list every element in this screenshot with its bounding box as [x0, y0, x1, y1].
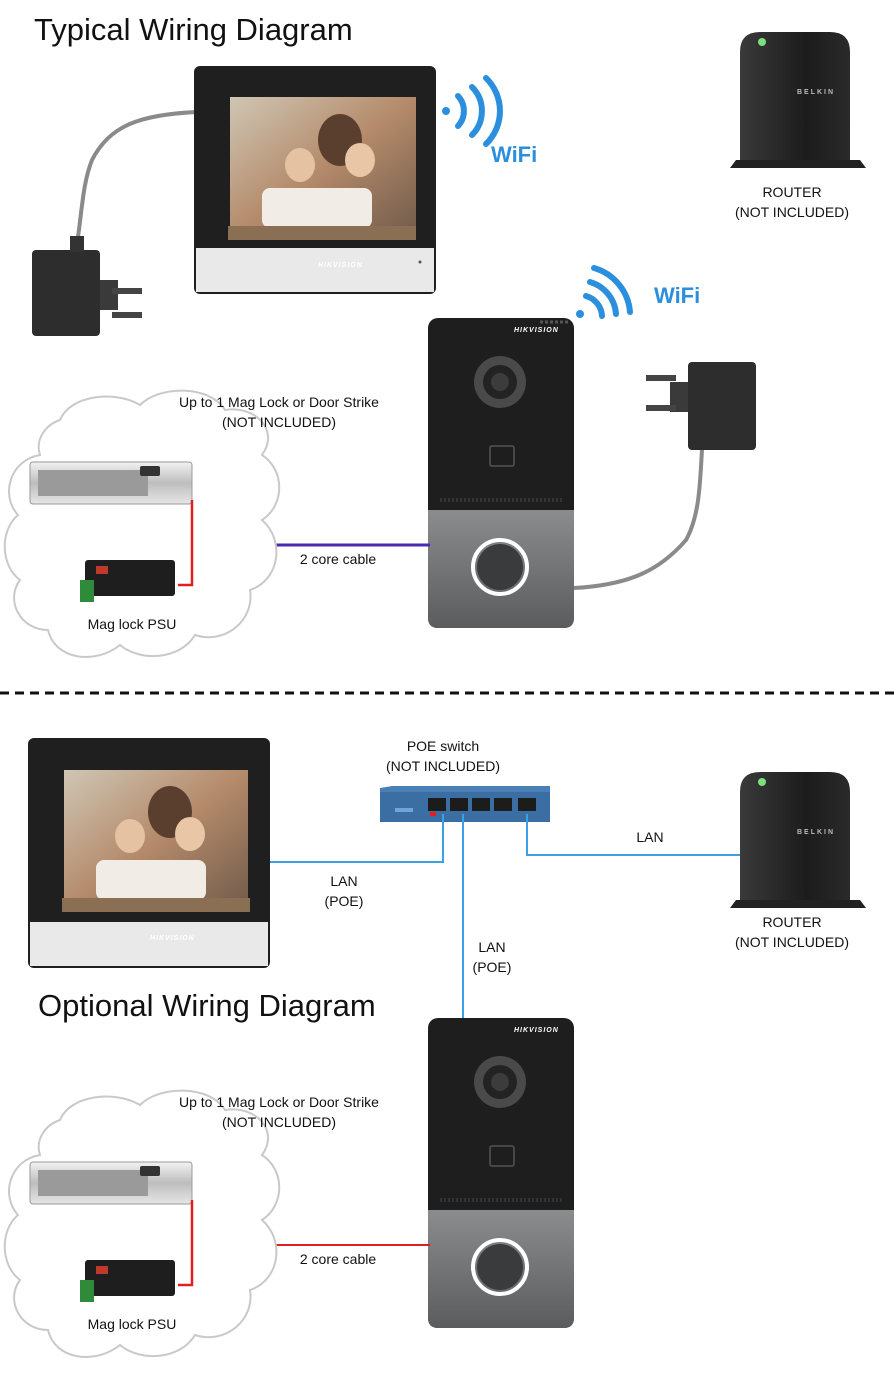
- monitor-power-adapter: [32, 236, 142, 336]
- maglock-red-wire-top: [178, 500, 194, 587]
- wifi-label-monitor: WiFi: [491, 142, 538, 167]
- doorbell-brand-bottom: HIKVISION: [514, 1027, 559, 1034]
- wifi-label-doorbell: WiFi: [654, 283, 701, 308]
- psu-label-bottom: Mag lock PSU: [87, 1316, 177, 1332]
- router-label-bottom: ROUTER (NOT INCLUDED): [712, 912, 872, 952]
- mag-lock-bottom: [29, 1161, 193, 1205]
- router-label-top: ROUTER (NOT INCLUDED): [712, 182, 872, 222]
- maglock-label-bottom-line1: Up to 1 Mag Lock or Door Strike: [179, 1094, 379, 1110]
- maglock-label-bottom-line2: (NOT INCLUDED): [221, 1114, 337, 1130]
- lan-label-monitor-line1: LAN: [330, 873, 358, 889]
- poe-switch-label-line1: POE switch: [406, 738, 480, 754]
- maglock-psu-top: [80, 560, 175, 602]
- door-station-bottom: [428, 1018, 574, 1328]
- router-bottom: [730, 772, 866, 908]
- router-label-bottom-line2: (NOT INCLUDED): [734, 934, 850, 950]
- indoor-monitor-top: [194, 66, 436, 294]
- lan-label-doorbell: LAN (POE): [462, 937, 522, 977]
- maglock-psu-bottom: [80, 1260, 175, 1302]
- maglock-cloud-top: [3, 389, 281, 658]
- poe-switch: [380, 786, 550, 822]
- lan-label-monitor-line2: (POE): [324, 893, 364, 909]
- lan-cable-router: [526, 814, 740, 856]
- router-label-line1: ROUTER: [762, 184, 822, 200]
- lan-label-router: LAN: [636, 829, 664, 845]
- cable-label-bottom: 2 core cable: [299, 1251, 377, 1267]
- monitor-power-cable: [74, 110, 197, 251]
- router-top: [730, 32, 866, 168]
- maglock-label-bottom: Up to 1 Mag Lock or Door Strike (NOT INC…: [148, 1092, 410, 1132]
- lan-label-doorbell-line2: (POE): [472, 959, 512, 975]
- maglock-label-line2: (NOT INCLUDED): [221, 414, 337, 430]
- cable-label-top: 2 core cable: [299, 551, 377, 567]
- poe-switch-label-line2: (NOT INCLUDED): [385, 758, 501, 774]
- psu-label-top: Mag lock PSU: [87, 616, 177, 632]
- router-brand-top: BELKIN: [797, 89, 836, 96]
- lan-cable-monitor: [270, 814, 444, 863]
- poe-switch-label: POE switch (NOT INCLUDED): [383, 736, 503, 776]
- wifi-signal-monitor: [442, 75, 503, 147]
- maglock-red-wire-bottom: [178, 1200, 194, 1287]
- mag-lock-top: [29, 461, 193, 505]
- doorbell-brand-top: HIKVISION: [514, 327, 559, 334]
- router-brand-bottom: BELKIN: [797, 829, 836, 836]
- optional-diagram-title: Optional Wiring Diagram: [38, 988, 376, 1023]
- lan-label-monitor: LAN (POE): [314, 871, 374, 911]
- wifi-signal-doorbell: [576, 265, 633, 319]
- maglock-cloud-bottom: [3, 1089, 281, 1358]
- lan-label-doorbell-line1: LAN: [478, 939, 506, 955]
- indoor-monitor-bottom: [28, 738, 270, 968]
- router-label-bottom-line1: ROUTER: [762, 914, 822, 930]
- maglock-label-line1: Up to 1 Mag Lock or Door Strike: [179, 394, 379, 410]
- doorbell-power-cable: [573, 449, 704, 590]
- monitor-brand-top: HIKVISION: [318, 262, 363, 269]
- doorbell-power-adapter: [646, 362, 756, 450]
- maglock-label-top: Up to 1 Mag Lock or Door Strike (NOT INC…: [148, 392, 410, 432]
- monitor-brand-bottom: HIKVISION: [150, 935, 195, 942]
- typical-diagram-title: Typical Wiring Diagram: [34, 12, 353, 47]
- lan-cables: [270, 814, 740, 1020]
- router-label-line2: (NOT INCLUDED): [734, 204, 850, 220]
- door-station-top: [428, 318, 574, 628]
